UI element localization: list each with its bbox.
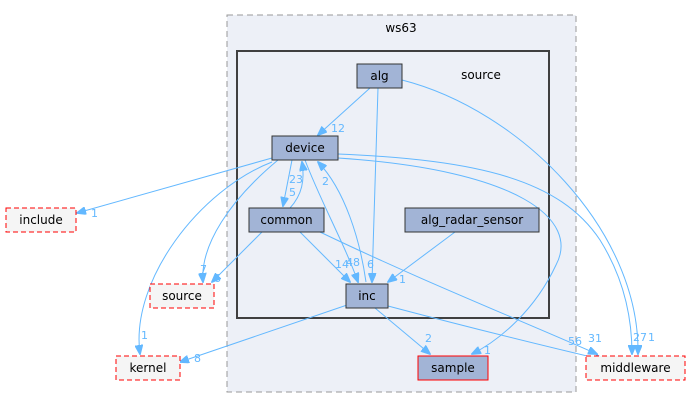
node-alg-radar-sensor[interactable]: alg_radar_sensor: [404, 207, 540, 233]
edge-device-source: [203, 159, 279, 282]
edge-common-middleware: [319, 231, 597, 354]
edge-label-alg-device: 12: [331, 122, 345, 135]
node-device-label: device: [285, 141, 324, 155]
node-middleware-label: middleware: [600, 361, 670, 375]
edge-inc-device: [318, 162, 367, 283]
node-sample-label: sample: [431, 361, 475, 375]
edge-device-kernel: [139, 161, 273, 354]
node-include-label: include: [19, 213, 62, 227]
edge-device-middleware: [337, 153, 632, 354]
node-include[interactable]: include: [5, 207, 77, 233]
edge-label-device-inc: 48: [346, 256, 360, 269]
node-common-label: common: [260, 213, 312, 227]
cluster-ws63-label: ws63: [385, 21, 416, 35]
edge-common-device: [289, 162, 303, 209]
edge-radar-inc: [388, 231, 456, 282]
edge-common-source: [212, 231, 263, 282]
node-source-external[interactable]: source: [149, 283, 215, 309]
edges: [77, 79, 638, 362]
edge-device-common: [283, 159, 293, 206]
node-source-external-label: source: [162, 289, 202, 303]
node-alg-label: alg: [370, 69, 388, 83]
edge-label-common-device: 5: [289, 186, 296, 199]
edge-inc-middleware: [387, 305, 604, 360]
edge-label-inc-device: 2: [322, 175, 329, 188]
edge-label-kernel-src: 1: [141, 329, 148, 342]
edge-label-alg-inc: 6: [367, 258, 374, 271]
edge-label-common-source: 6: [214, 272, 221, 285]
edge-label-sample-in: 2: [425, 332, 432, 345]
edge-label-common-inc: 14: [335, 258, 349, 271]
edge-label-mw-a: 56: [568, 335, 582, 348]
edge-alg-device: [318, 87, 371, 135]
node-sample[interactable]: sample: [417, 355, 489, 381]
node-device[interactable]: device: [271, 135, 339, 161]
edge-label-mw-d: 1: [648, 331, 655, 344]
edge-label-device-include: 1: [91, 207, 98, 220]
node-inc[interactable]: inc: [345, 283, 389, 309]
node-common[interactable]: common: [248, 207, 325, 233]
edge-label-kernel-in: 8: [194, 352, 201, 365]
edge-labels: 12 23 5 1 7 6 48 14 2 6 1 8 1 2 1 56 31 …: [91, 122, 655, 365]
edge-label-mw-c: 27: [633, 331, 647, 344]
node-kernel[interactable]: kernel: [115, 355, 181, 381]
node-alg-radar-sensor-label: alg_radar_sensor: [421, 213, 523, 227]
node-middleware[interactable]: middleware: [585, 355, 686, 381]
node-inc-label: inc: [358, 289, 376, 303]
edge-label-mw-b: 31: [588, 332, 602, 345]
node-alg[interactable]: alg: [356, 63, 403, 89]
edge-device-include: [77, 157, 273, 213]
cluster-source-label: source: [461, 68, 501, 82]
edge-label-device-common: 23: [289, 173, 303, 186]
edge-label-device-source: 7: [200, 263, 207, 276]
edge-alg-middleware: [401, 79, 638, 354]
edge-device-sample: [337, 157, 562, 354]
edge-label-sample-in2: 1: [484, 344, 491, 357]
node-kernel-label: kernel: [130, 361, 167, 375]
edge-inc-kernel: [180, 303, 351, 362]
edge-label-radar-inc: 1: [399, 273, 406, 286]
cluster-source[interactable]: source: [236, 50, 550, 319]
edge-common-inc: [299, 231, 350, 282]
edge-alg-inc: [372, 87, 379, 282]
edge-inc-sample: [374, 307, 430, 354]
edge-device-inc: [304, 159, 358, 282]
